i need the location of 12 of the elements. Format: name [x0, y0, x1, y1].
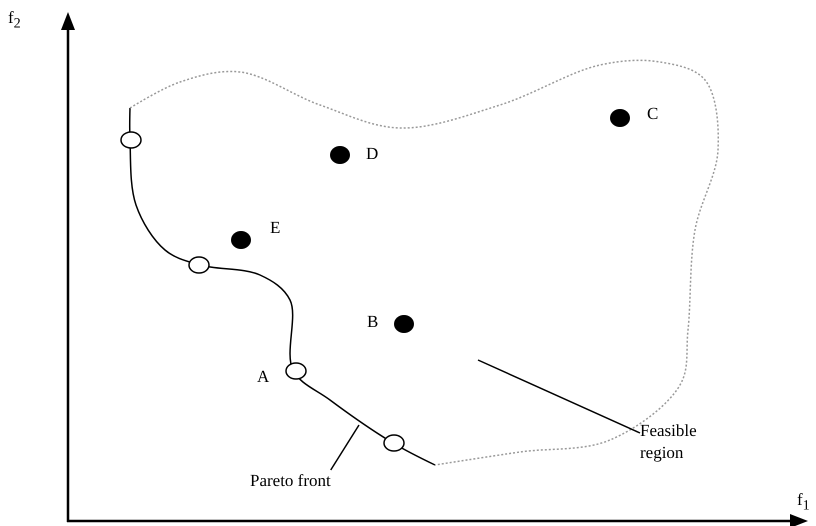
callout-text: Pareto front [250, 470, 331, 492]
leader-line [478, 359, 640, 434]
leader-line [330, 424, 360, 470]
point-label: D [366, 144, 378, 164]
axis-label: f$_{2}$ [8, 8, 21, 34]
callout-text: Feasible region [640, 420, 698, 464]
point-label: B [367, 312, 378, 332]
feasible-region-outline [130, 60, 719, 466]
point-label: C [647, 104, 658, 124]
axis-label: f$_{1}$ [797, 490, 810, 516]
point-label: A [257, 367, 270, 387]
point-label: E [270, 218, 280, 238]
